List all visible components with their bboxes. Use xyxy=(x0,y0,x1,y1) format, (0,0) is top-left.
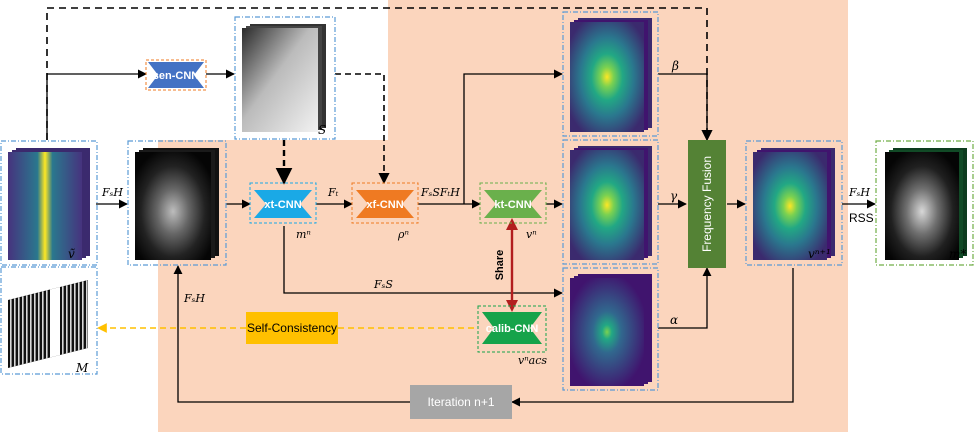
alpha-label: α xyxy=(670,313,678,327)
arrow-iteration-to-image xyxy=(173,265,410,403)
fs-s-ft-label: FₛSFₜH xyxy=(420,186,460,199)
iteration-label: Iteration n+1 xyxy=(427,395,494,409)
self-consistency-label: Self-Consistency xyxy=(247,321,337,335)
calib-cnn-label: calib-CNN xyxy=(486,323,539,335)
s-label: S xyxy=(318,123,326,137)
mn-label: mⁿ xyxy=(296,228,311,241)
arrow-alpha xyxy=(658,267,712,329)
xf-cnn-block xyxy=(356,190,414,218)
xt-cnn-label: xt-CNN xyxy=(264,199,301,211)
sen-cnn-label: sen-CNN xyxy=(153,70,200,82)
gamma-label: γ xyxy=(670,189,678,203)
rho-n-label: ρⁿ xyxy=(397,228,409,241)
fs-s-label: FₛS xyxy=(373,278,393,291)
share-label: Share xyxy=(494,250,506,281)
v-tilde-label: ṽ xyxy=(68,247,75,261)
frequency-fusion-label: Frequency Fusion xyxy=(700,156,714,252)
v-acs-label: vⁿacs xyxy=(518,354,547,367)
self-consistency-block xyxy=(246,312,338,344)
kspace-stack-gamma xyxy=(562,139,659,265)
fsh-loop-label: FₛH xyxy=(183,292,205,305)
sen-cnn-block xyxy=(148,62,204,88)
zero-filled-image-stack xyxy=(127,140,227,266)
sampling-mask-stack xyxy=(0,266,98,375)
arrow-branch-to-top-kspace xyxy=(463,69,563,204)
kspace-stack-beta xyxy=(562,11,659,137)
arrow-beta xyxy=(658,73,712,141)
arrow-xt-to-bottom-kspace xyxy=(283,226,563,298)
sensitivity-map-stack xyxy=(234,16,336,140)
arrow-to-sen-cnn xyxy=(46,69,147,140)
iteration-block xyxy=(410,385,512,419)
kspace-stack-output xyxy=(745,140,843,266)
reconstructed-image-stack xyxy=(875,140,974,266)
frequency-fusion-block xyxy=(688,140,726,268)
vn1-label: vⁿ⁺¹ xyxy=(808,247,831,261)
fsh-output-label: FₛH xyxy=(848,186,870,199)
rss-label: RSS xyxy=(849,211,874,225)
xf-cnn-label: xf-CNN xyxy=(366,199,403,211)
mask-label: M xyxy=(75,361,89,375)
dashed-s-to-xf xyxy=(335,73,390,185)
sen-cnn-frame xyxy=(145,59,207,91)
beta-label: β xyxy=(671,59,679,73)
xt-cnn-block xyxy=(254,190,312,218)
undersampled-kspace-stack xyxy=(0,140,98,266)
kspace-stack-alpha xyxy=(562,267,659,391)
vn-label: vⁿ xyxy=(526,228,537,241)
m-star-label: m* xyxy=(949,247,966,261)
calib-cnn-frame xyxy=(477,305,547,353)
kt-cnn-frame xyxy=(479,182,547,224)
xt-cnn-frame xyxy=(249,182,317,224)
xf-cnn-frame xyxy=(351,182,419,224)
fsh-input-label: FₛH xyxy=(101,186,123,199)
ft-label: Fₜ xyxy=(327,186,339,199)
kt-cnn-block xyxy=(484,190,542,218)
arrow-vn1-to-iteration xyxy=(511,268,794,407)
kt-cnn-label: kt-CNN xyxy=(494,199,531,211)
calib-cnn-block xyxy=(482,312,542,344)
